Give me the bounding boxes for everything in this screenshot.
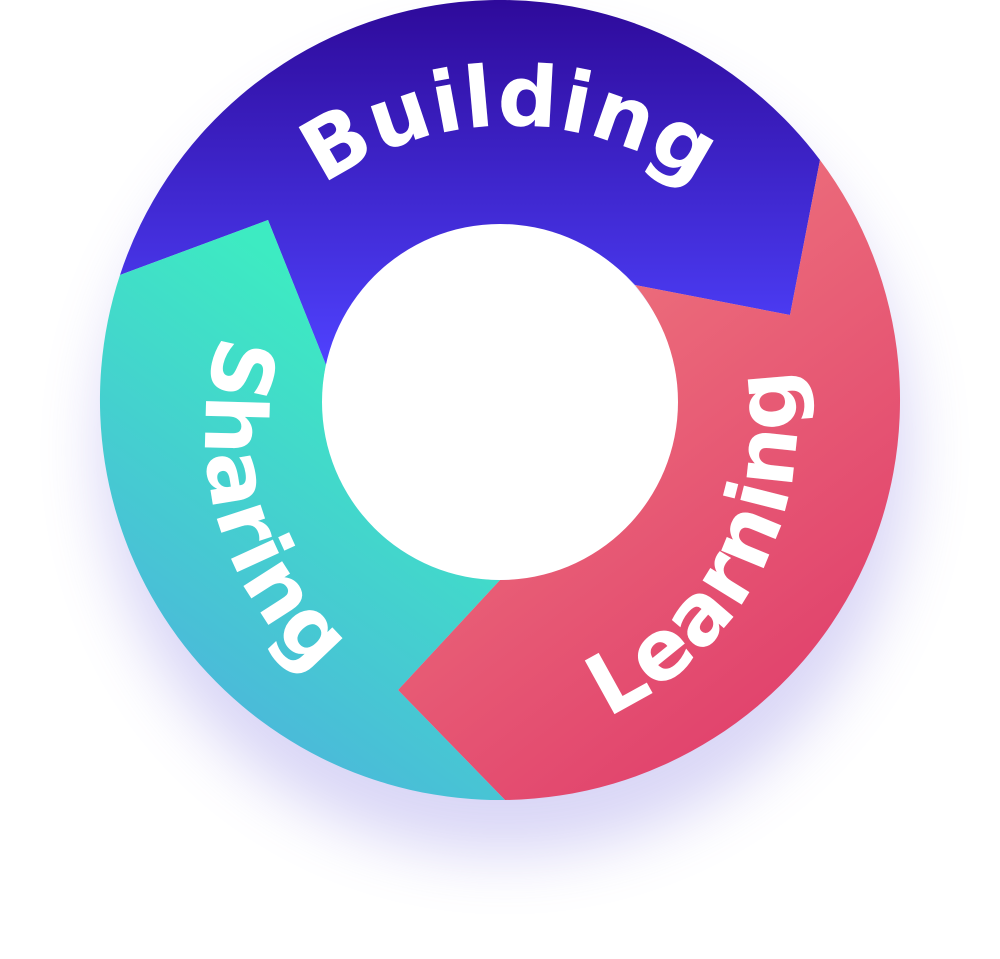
segment-building <box>120 0 820 365</box>
segment-learning <box>398 160 901 800</box>
center-hole <box>322 224 678 580</box>
segment-sharing <box>99 220 505 801</box>
